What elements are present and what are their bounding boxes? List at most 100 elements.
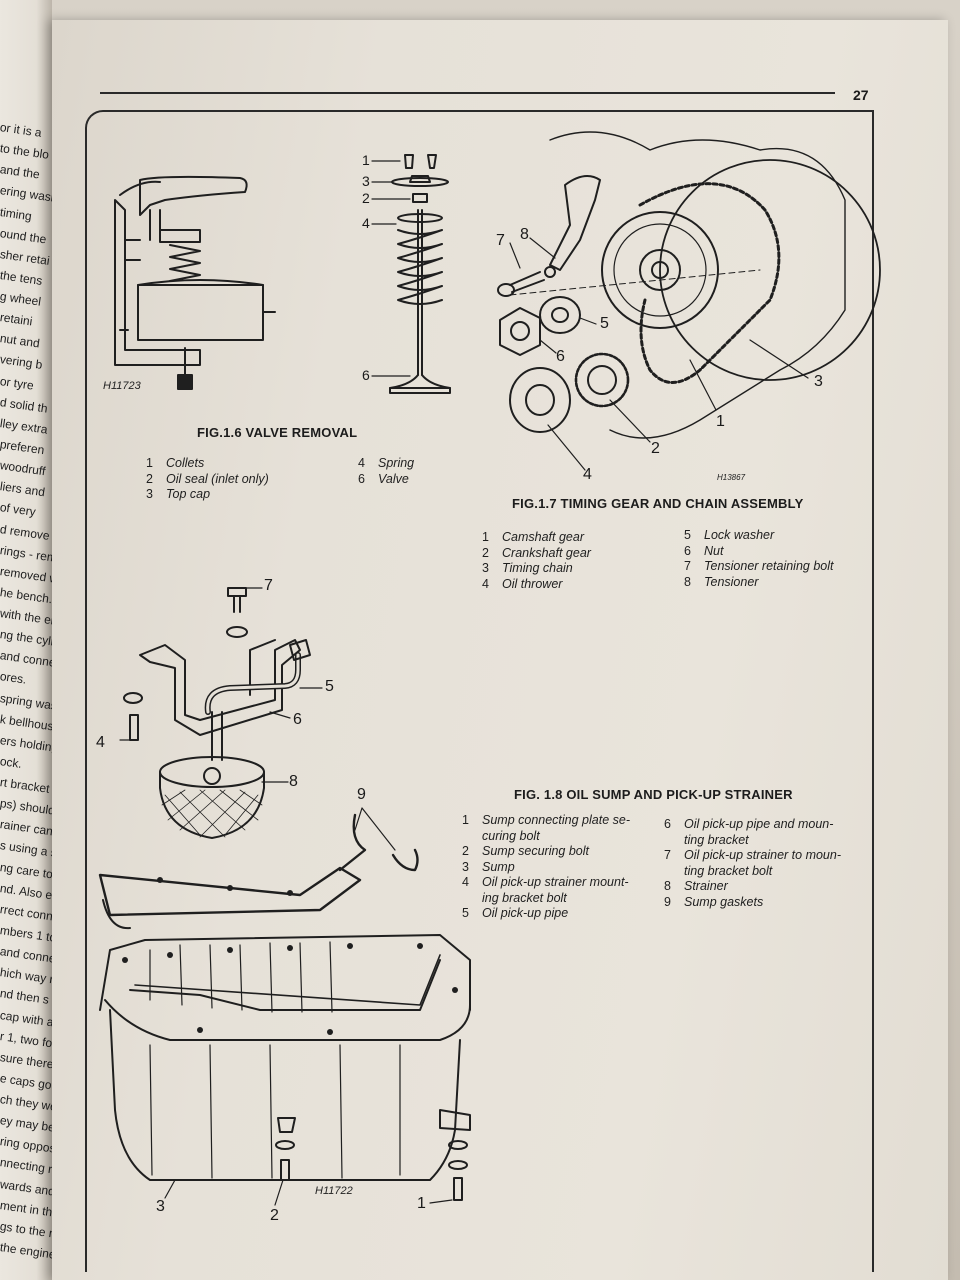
legend-number: 9 (664, 894, 671, 909)
fig8-callout-6: 6 (293, 711, 302, 728)
legend-number (664, 833, 684, 849)
sump-drawing (98, 813, 471, 1201)
fig6-callout-4: 4 (362, 215, 370, 231)
legend-item: 1 Sump connecting plate se- (462, 813, 652, 829)
page-number: 27 (853, 87, 869, 103)
legend-item: ing bracket bolt (462, 891, 652, 907)
legend-number: 4 (482, 576, 489, 591)
legend-text: Lock washer (704, 528, 775, 542)
fig8-callout-1: 1 (417, 1195, 426, 1212)
legend-item: 4 Oil pick-up strainer mount- (462, 875, 652, 891)
fig6-callout-2: 2 (362, 190, 370, 206)
legend-item: curing bolt (462, 829, 652, 845)
legend-text: Sump gaskets (684, 894, 764, 909)
fig7-callout-7: 7 (496, 232, 505, 249)
legend-number: 1 (462, 813, 469, 827)
fig7-callout-1: 1 (716, 413, 725, 430)
legend-number (462, 829, 482, 845)
fig8-callout-2: 2 (270, 1207, 279, 1224)
legend-item: 5 Oil pick-up pipe (462, 906, 652, 922)
legend-number: 2 (482, 545, 489, 560)
legend-text: Oil pick-up pipe (482, 906, 569, 920)
fig7-callout-6: 6 (556, 348, 565, 365)
legend-item: 3 Top cap (146, 487, 346, 503)
legend-text: Oil pick-up strainer to moun- (684, 848, 842, 862)
fig7-caption: FIG.1.7 TIMING GEAR AND CHAIN ASSEMBLY (512, 496, 804, 511)
fig8-callout-4: 4 (96, 734, 105, 751)
legend-number: 6 (684, 543, 691, 558)
fig8-callout-3: 3 (156, 1198, 165, 1215)
legend-item: 9 Sump gaskets (664, 895, 864, 911)
legend-number (462, 891, 482, 907)
fig7-callout-5: 5 (600, 315, 609, 332)
fig7-callout-8: 8 (520, 226, 529, 243)
legend-item: 2 Oil seal (inlet only) (146, 472, 346, 488)
legend-number: 5 (462, 906, 469, 920)
fig6-callout-6: 6 (362, 367, 370, 383)
fig6-legend-right: 4 Spring 6 Valve (358, 456, 478, 487)
fig8-callout-7: 7 (264, 577, 273, 594)
legend-text: Tensioner (704, 574, 759, 589)
legend-text: Nut (704, 543, 724, 558)
fig8-drawing-ref: H11722 (315, 1185, 353, 1197)
legend-item: 6 Valve (358, 472, 478, 488)
legend-text: Spring (378, 456, 415, 470)
legend-number: 2 (146, 471, 153, 486)
legend-item: ting bracket (664, 833, 864, 849)
legend-text: ing bracket bolt (482, 890, 567, 905)
fig8-callout-9: 9 (357, 786, 366, 803)
legend-item: 6 Nut (684, 544, 864, 560)
fig8-callout-8: 8 (289, 773, 298, 790)
fig7-callout-3: 3 (814, 373, 823, 390)
legend-number: 1 (146, 456, 153, 470)
valve-compressor-drawing (114, 175, 276, 390)
legend-text: Top cap (166, 487, 211, 501)
legend-item: 7 Oil pick-up strainer to moun- (664, 848, 864, 864)
legend-number: 3 (146, 487, 153, 501)
legend-number: 4 (358, 456, 365, 470)
legend-number: 6 (664, 817, 671, 831)
exploded-valve-drawing (389, 154, 451, 394)
legend-number: 7 (664, 848, 671, 862)
fig6-callout-1: 1 (362, 152, 370, 168)
legend-text: Strainer (684, 879, 728, 893)
legend-number: 3 (482, 561, 489, 575)
fig6-callout-3: 3 (362, 173, 370, 189)
legend-text: Oil pick-up strainer mount- (482, 875, 629, 889)
legend-text: Sump (482, 859, 515, 874)
timing-gear-drawing (497, 131, 881, 439)
legend-text: Valve (378, 471, 409, 486)
legend-number: 2 (462, 844, 469, 858)
legend-text: ting bracket (684, 832, 749, 847)
fig8-callout-5: 5 (325, 678, 334, 695)
fig6-caption: FIG.1.6 VALVE REMOVAL (197, 425, 358, 440)
legend-text: Sump connecting plate se- (482, 813, 631, 827)
header-rule (100, 92, 835, 94)
legend-number: 7 (684, 559, 691, 573)
legend-number: 6 (358, 471, 365, 486)
legend-item: 4 Spring (358, 456, 478, 472)
legend-text: Oil seal (inlet only) (166, 471, 269, 486)
legend-text: Camshaft gear (502, 530, 584, 544)
fig7-callout-2: 2 (651, 440, 660, 457)
oil-pickup-drawing (123, 587, 311, 839)
fig6-drawing-ref: H11723 (103, 380, 141, 392)
legend-text: curing bolt (482, 828, 540, 843)
legend-number: 4 (462, 875, 469, 889)
legend-number: 8 (664, 879, 671, 893)
